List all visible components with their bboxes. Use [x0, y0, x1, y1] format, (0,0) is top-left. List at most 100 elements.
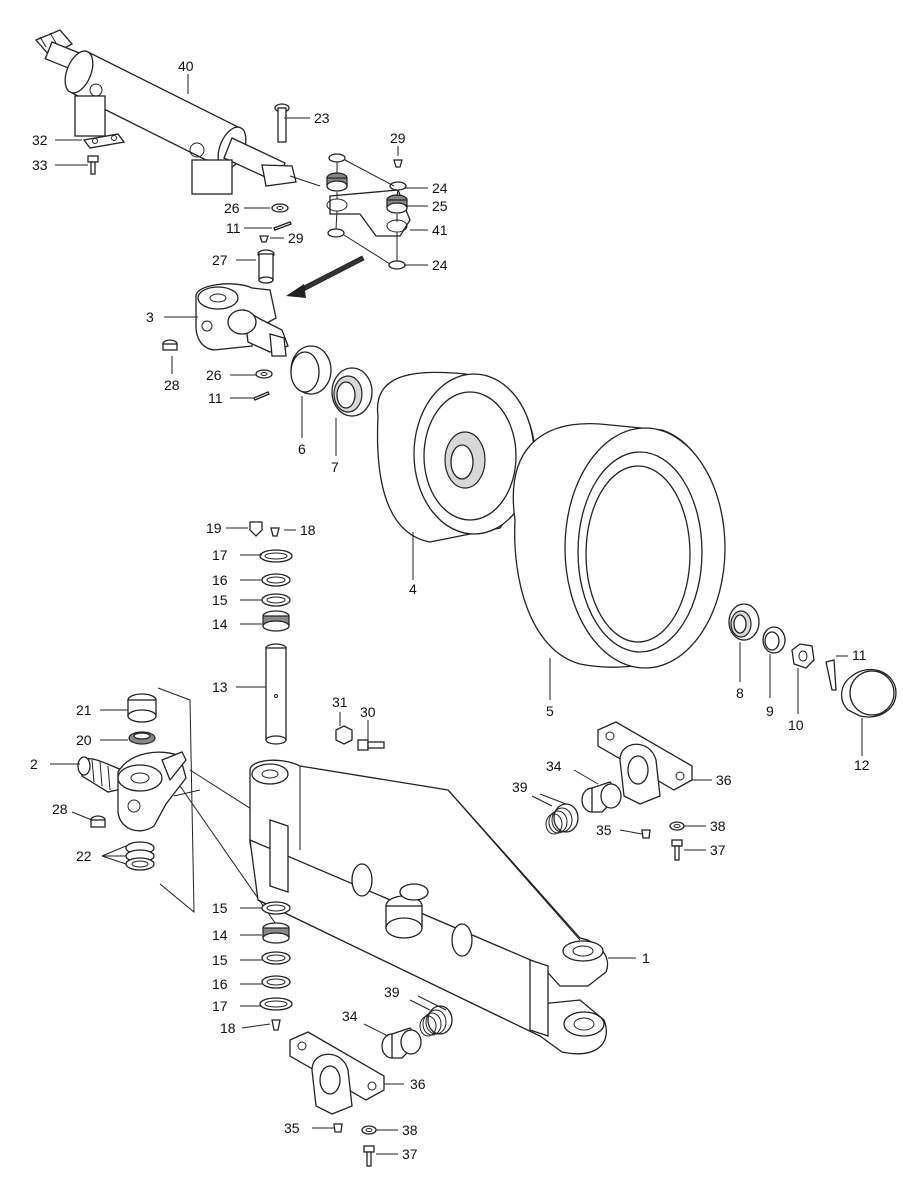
bracket-washer-lower [361, 1125, 377, 1135]
callout-19: 19 [206, 520, 222, 536]
callout-35-top: 35 [596, 822, 612, 838]
callout-13: 13 [212, 679, 228, 695]
stop-bolt [357, 739, 385, 751]
pivot-bushing-lower [381, 1027, 422, 1059]
thrust-washer [762, 626, 786, 654]
grease-nipple-link [393, 159, 403, 168]
seal-lower [261, 975, 291, 989]
callout-33: 33 [32, 157, 48, 173]
thrust-ring-upper [261, 593, 291, 607]
callout-7: 7 [331, 459, 339, 475]
callout-28-top: 28 [164, 377, 180, 393]
thrust-ring-lower [261, 901, 291, 915]
callout-22: 22 [76, 848, 92, 864]
pivot-bushing-upper [581, 781, 622, 813]
callout-23: 23 [314, 110, 330, 126]
bracket-washer-upper [669, 821, 685, 831]
steer-axle-beam [249, 759, 609, 1055]
pin-washer-upper [271, 203, 289, 213]
callout-15-bottom-a: 15 [212, 900, 228, 916]
bracket-bolt-upper [671, 839, 683, 861]
stop-nut [335, 725, 353, 745]
callout-16-top: 16 [212, 572, 228, 588]
cylinder-mount-plate [82, 133, 126, 149]
grease-nipple-pivot-lower [333, 1123, 343, 1133]
link-washer-b [389, 181, 407, 191]
knuckle-stop-bolt-lower [90, 815, 106, 828]
grease-nipple-upper [259, 235, 269, 243]
pivot-spring-upper [545, 803, 579, 835]
callout-29-top: 29 [288, 230, 304, 246]
callout-6: 6 [298, 441, 306, 457]
callout-17-top: 17 [212, 547, 228, 563]
hub-cap [841, 668, 897, 718]
callout-28-bottom: 28 [52, 801, 68, 817]
callout-36-bottom: 36 [410, 1076, 426, 1092]
callout-39-bottom: 39 [384, 984, 400, 1000]
callout-15-bottom-b: 15 [212, 952, 228, 968]
callout-36-top: 36 [716, 772, 732, 788]
callout-37-bottom: 37 [402, 1146, 418, 1162]
link-washer-a [328, 153, 346, 163]
callout-30: 30 [360, 704, 376, 720]
king-pin-upper [257, 249, 275, 284]
callout-29-link: 29 [390, 130, 406, 146]
callout-12: 12 [854, 757, 870, 773]
link-washer-d [388, 260, 406, 270]
cylinder-pin [274, 103, 290, 143]
axle-pivot-bracket-lower [289, 1031, 385, 1115]
callout-32: 32 [32, 132, 48, 148]
callout-16-bottom: 16 [212, 976, 228, 992]
callout-2: 2 [30, 756, 38, 772]
grease-nipple-kingpin-top [270, 527, 280, 537]
callout-labels: 40 23 29 24 25 41 24 32 33 26 11 29 27 3… [30, 58, 870, 1162]
callout-34-bottom: 34 [342, 1008, 358, 1024]
pin-washer-lower [255, 369, 273, 379]
hub-seal-ring [290, 345, 332, 395]
wheel-hub [376, 371, 536, 543]
link-bearing-right [386, 194, 408, 214]
knuckle-bushing-top [127, 693, 157, 723]
seal-upper [261, 573, 291, 587]
callout-18-top: 18 [300, 522, 316, 538]
grease-nipple-pivot-upper [641, 829, 651, 839]
callout-37-top: 37 [710, 842, 726, 858]
link-bearing-left [326, 172, 348, 192]
callout-10: 10 [788, 717, 804, 733]
callout-5: 5 [546, 703, 554, 719]
callout-4: 4 [409, 581, 417, 597]
knuckle-bearing [128, 731, 156, 745]
callout-38-top: 38 [710, 818, 726, 834]
callout-26-top: 26 [224, 200, 240, 216]
callout-8: 8 [736, 685, 744, 701]
callout-11-top: 11 [226, 220, 241, 236]
grease-fitting-elbow [249, 521, 263, 537]
callout-24-bottom: 24 [432, 257, 448, 273]
cotter-pin-hub [825, 659, 837, 691]
callout-1: 1 [642, 950, 650, 966]
steering-knuckle-left [77, 751, 187, 832]
grease-nipple-kingpin-bottom [271, 1019, 281, 1031]
knuckle-stop-bolt-upper [162, 339, 178, 351]
callout-20: 20 [76, 732, 92, 748]
cotter-pin-upper [273, 221, 292, 231]
callout-11-hub: 11 [852, 647, 867, 663]
outer-wheel-bearing [728, 603, 760, 641]
callout-35-bottom: 35 [284, 1120, 300, 1136]
callout-27: 27 [212, 252, 228, 268]
callout-18-bottom: 18 [220, 1020, 236, 1036]
inner-wheel-bearing [331, 367, 373, 417]
callout-17-bottom: 17 [212, 998, 228, 1014]
wheel-tire [512, 423, 726, 669]
leader-lines [50, 74, 863, 1155]
callout-24-top: 24 [432, 180, 448, 196]
callout-34-top: 34 [546, 758, 562, 774]
needle-bearing-lower [262, 922, 290, 944]
callout-25: 25 [432, 198, 448, 214]
assembly-arrow [286, 175, 365, 298]
callout-15-top: 15 [212, 592, 228, 608]
link-washer-c [327, 228, 345, 238]
callout-9: 9 [766, 703, 774, 719]
pivot-spring-lower [419, 1005, 453, 1037]
